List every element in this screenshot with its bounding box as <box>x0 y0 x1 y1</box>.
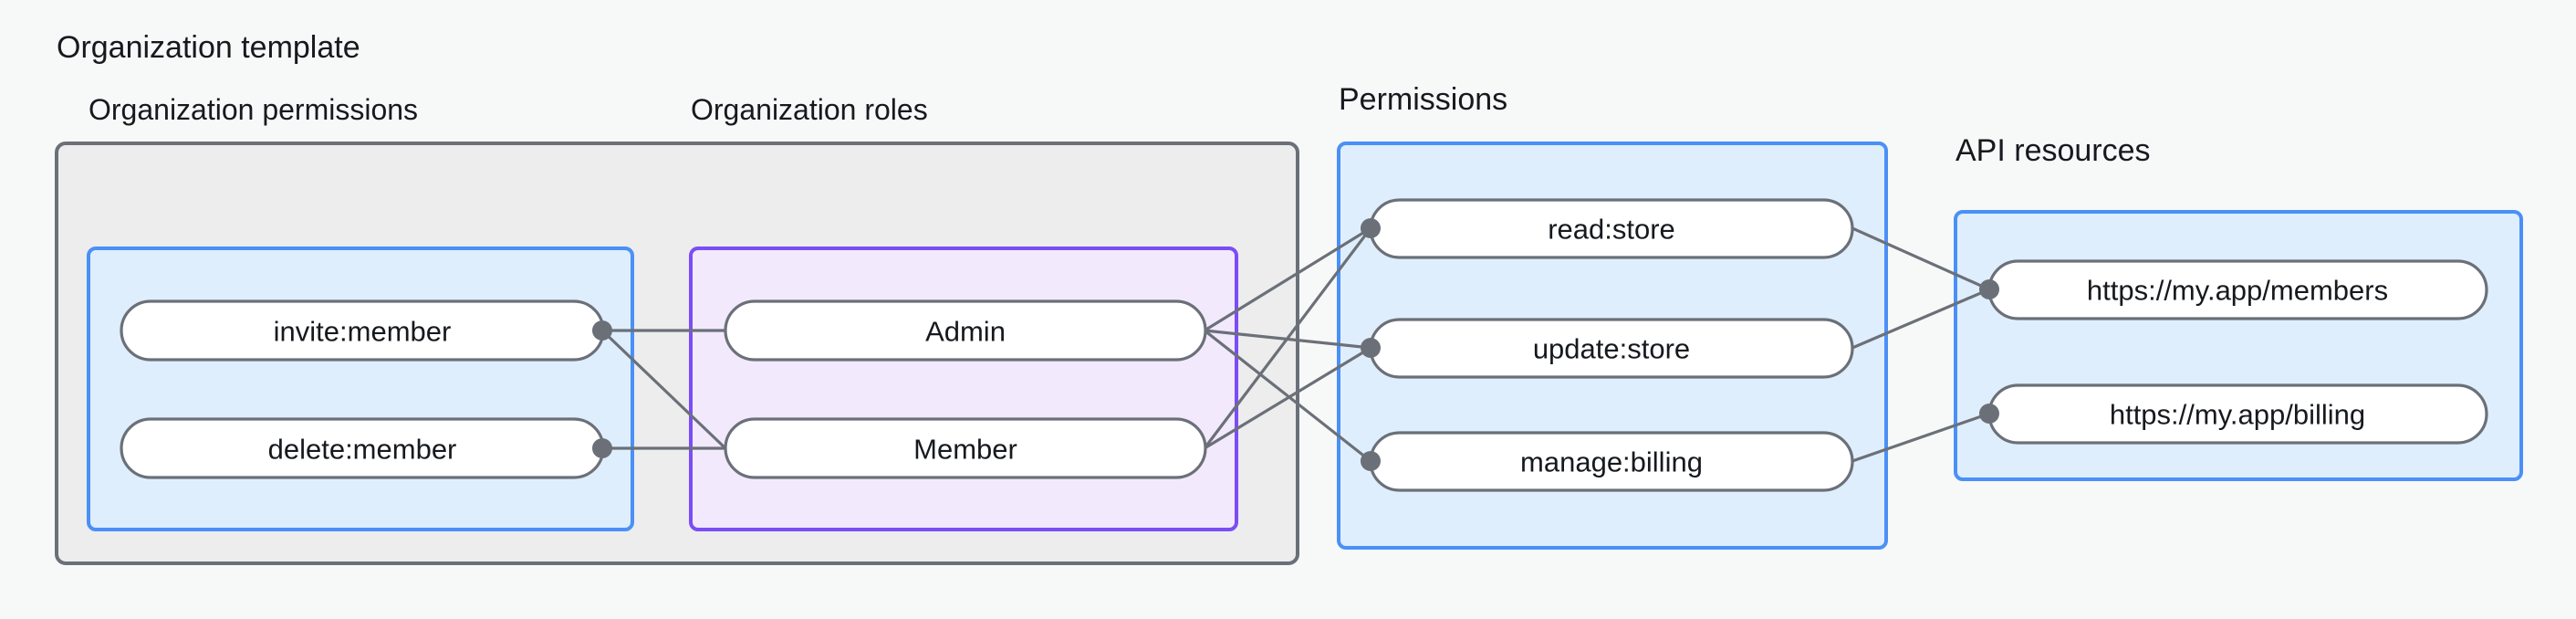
connector-dot-manage-billing <box>1361 451 1381 471</box>
edge-manage-billing-to-billing <box>1851 412 1990 463</box>
connector-dot-invite-member <box>592 320 612 341</box>
node-member-label: Member <box>913 434 1017 466</box>
organization-roles-title: Organization roles <box>691 93 928 126</box>
node-invite-member[interactable]: invite:member <box>120 299 605 362</box>
edge-member-to-update-store <box>1204 346 1371 450</box>
edge-admin-to-manage-billing <box>1204 329 1371 463</box>
node-update-store-label: update:store <box>1533 333 1690 365</box>
node-admin[interactable]: Admin <box>724 299 1207 362</box>
edge-invite-member-to-member <box>600 329 727 450</box>
connector-dot-read-store <box>1361 218 1381 238</box>
node-api-members-label: https://my.app/members <box>2087 275 2388 307</box>
node-delete-member-label: delete:member <box>268 434 457 466</box>
node-manage-billing-label: manage:billing <box>1520 446 1703 478</box>
edge-layer <box>600 226 1990 463</box>
connector-dot-layer <box>592 218 1999 471</box>
organization-permissions-container <box>87 247 634 531</box>
edge-read-store-to-members <box>1851 226 1990 291</box>
node-api-billing-label: https://my.app/billing <box>2110 399 2365 431</box>
node-update-store[interactable]: update:store <box>1369 318 1854 379</box>
node-api-members[interactable]: https://my.app/members <box>1987 259 2488 320</box>
node-invite-member-label: invite:member <box>274 316 452 348</box>
node-api-billing[interactable]: https://my.app/billing <box>1987 383 2488 445</box>
node-delete-member[interactable]: delete:member <box>120 417 605 479</box>
organization-permissions-title: Organization permissions <box>89 93 418 126</box>
node-read-store-label: read:store <box>1548 214 1675 246</box>
node-read-store[interactable]: read:store <box>1369 198 1854 259</box>
api-resources-title: API resources <box>1955 133 2151 168</box>
connector-dot-api-members <box>1979 279 1999 299</box>
connector-dot-update-store <box>1361 338 1381 358</box>
edge-member-to-read-store <box>1203 227 1372 449</box>
edge-update-store-to-members <box>1851 288 1990 350</box>
edge-admin-to-read-store <box>1204 226 1371 332</box>
node-member[interactable]: Member <box>724 417 1207 479</box>
organization-roles-container <box>689 247 1238 531</box>
node-manage-billing[interactable]: manage:billing <box>1369 431 1854 492</box>
permissions-title: Permissions <box>1339 82 1507 117</box>
organization-template-title: Organization template <box>57 30 360 65</box>
connector-dot-delete-member <box>592 438 612 458</box>
node-admin-label: Admin <box>925 316 1006 348</box>
connector-dot-api-billing <box>1979 404 1999 424</box>
